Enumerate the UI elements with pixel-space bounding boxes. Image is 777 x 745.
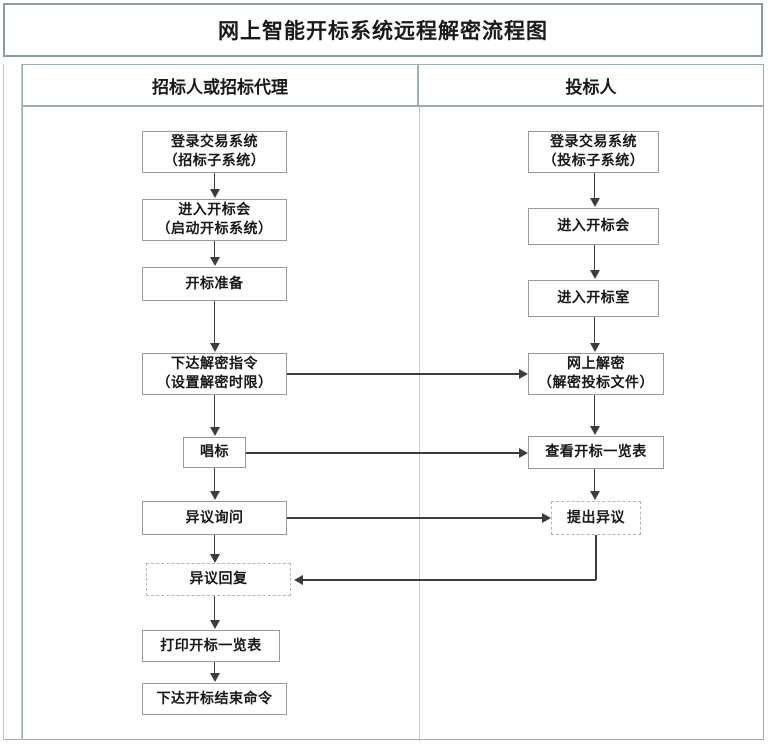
- arrowhead-r6-l7: [294, 575, 303, 585]
- node-line-1: 唱标: [200, 444, 229, 461]
- connector-l6-r6: [287, 517, 542, 519]
- node-line-1: 提出异议: [567, 509, 625, 526]
- node-line-1: 开标准备: [185, 275, 244, 292]
- sheet-gutter: [3, 64, 22, 740]
- connector-l7-l8: [213, 596, 216, 620]
- arrowhead-l1-l2: [209, 189, 220, 198]
- diagram-title-frame: 网上智能开标系统远程解密流程图: [3, 3, 763, 57]
- node-line-2: （设置解密时限）: [156, 375, 273, 391]
- node-line-1: 进入开标会: [178, 202, 251, 219]
- node-bid-opening-preparation[interactable]: 开标准备: [142, 267, 287, 301]
- node-bid-announcement[interactable]: 唱标: [183, 437, 246, 468]
- swimlane-header-row: 招标人或招标代理 投标人: [23, 65, 763, 107]
- swimlane-table: 招标人或招标代理 投标人 登录交易系统 （招标子系统） 进入开标会 （启动开标系…: [22, 64, 764, 741]
- connector-l1-l2: [213, 173, 216, 190]
- arrowhead-l4-r4: [519, 369, 528, 379]
- connector-l6-l7: [213, 535, 216, 554]
- arrowhead-l4-l5: [209, 427, 220, 436]
- node-line-1: 进入开标室: [557, 290, 630, 307]
- node-raise-objection[interactable]: 提出异议: [551, 501, 641, 535]
- node-line-1: 网上解密: [567, 356, 625, 373]
- node-enter-bid-opening-room[interactable]: 进入开标室: [528, 280, 659, 317]
- connector-r6-l7-vertical: [595, 535, 597, 580]
- arrowhead-l5-r5: [519, 448, 528, 458]
- node-enter-bid-opening-meeting-bidder[interactable]: 进入开标会: [528, 208, 659, 245]
- arrowhead-r3-r4: [589, 343, 600, 352]
- node-line-1: 打印开标一览表: [160, 637, 262, 654]
- lane-divider: [419, 107, 420, 741]
- connector-l3-l4: [213, 301, 216, 344]
- lane-header-bidder: 投标人: [419, 65, 763, 105]
- node-line-1: 登录交易系统: [171, 134, 258, 151]
- node-enter-bid-opening-meeting-tenderer[interactable]: 进入开标会 （启动开标系统）: [142, 199, 287, 241]
- arrowhead-l7-l8: [209, 620, 220, 629]
- arrowhead-r5-r6: [589, 491, 600, 500]
- node-line-2: （解密投标文件）: [538, 375, 654, 391]
- connector-l2-l3: [213, 241, 216, 258]
- node-objection-inquiry[interactable]: 异议询问: [142, 501, 287, 535]
- arrowhead-l6-l7: [209, 554, 220, 563]
- node-line-1: 下达解密指令: [171, 356, 258, 373]
- node-objection-reply[interactable]: 异议回复: [146, 563, 291, 596]
- node-login-trading-system-tenderer[interactable]: 登录交易系统 （招标子系统）: [142, 131, 287, 173]
- connector-r1-r2: [593, 173, 596, 198]
- page-title: 网上智能开标系统远程解密流程图: [218, 19, 548, 43]
- node-issue-decryption-command[interactable]: 下达解密指令 （设置解密时限）: [142, 353, 287, 395]
- node-line-1: 异议回复: [189, 571, 248, 588]
- connector-r4-r5: [593, 395, 596, 426]
- arrowhead-r1-r2: [589, 198, 600, 207]
- node-line-1: 下达开标结束命令: [156, 690, 273, 707]
- node-line-2: （招标子系统）: [163, 153, 266, 169]
- node-view-bid-opening-list[interactable]: 查看开标一览表: [528, 436, 664, 469]
- node-line-1: 登录交易系统: [550, 134, 637, 151]
- connector-r5-r6: [593, 469, 596, 491]
- connector-r2-r3: [593, 245, 596, 270]
- arrowhead-r4-r5: [589, 426, 600, 435]
- node-print-bid-opening-list[interactable]: 打印开标一览表: [142, 630, 280, 662]
- node-login-trading-system-bidder[interactable]: 登录交易系统 （投标子系统）: [528, 131, 659, 173]
- node-online-decryption[interactable]: 网上解密 （解密投标文件）: [528, 353, 664, 395]
- arrowhead-l3-l4: [209, 343, 220, 352]
- arrowhead-l5-l6: [209, 491, 220, 500]
- connector-l5-r5: [246, 452, 519, 454]
- connector-r3-r4: [593, 317, 596, 343]
- node-line-1: 异议询问: [185, 509, 244, 526]
- lane-header-tenderer: 招标人或招标代理: [23, 65, 419, 105]
- connector-l4-r4: [287, 373, 519, 375]
- arrowhead-r2-r3: [589, 270, 600, 279]
- connector-l5-l6: [213, 468, 216, 491]
- node-line-1: 查看开标一览表: [545, 444, 647, 461]
- node-line-1: 进入开标会: [557, 218, 630, 235]
- node-line-2: （启动开标系统）: [156, 221, 273, 237]
- arrowhead-l8-l9: [209, 673, 220, 682]
- node-line-2: （投标子系统）: [542, 153, 645, 169]
- node-issue-end-of-bid-opening-command[interactable]: 下达开标结束命令: [142, 683, 287, 715]
- connector-l8-l9: [213, 662, 216, 674]
- arrowhead-l6-r6: [542, 513, 551, 523]
- connector-l4-l5: [213, 395, 216, 428]
- arrowhead-l2-l3: [209, 257, 220, 266]
- connector-r6-l7-horizontal: [303, 579, 596, 581]
